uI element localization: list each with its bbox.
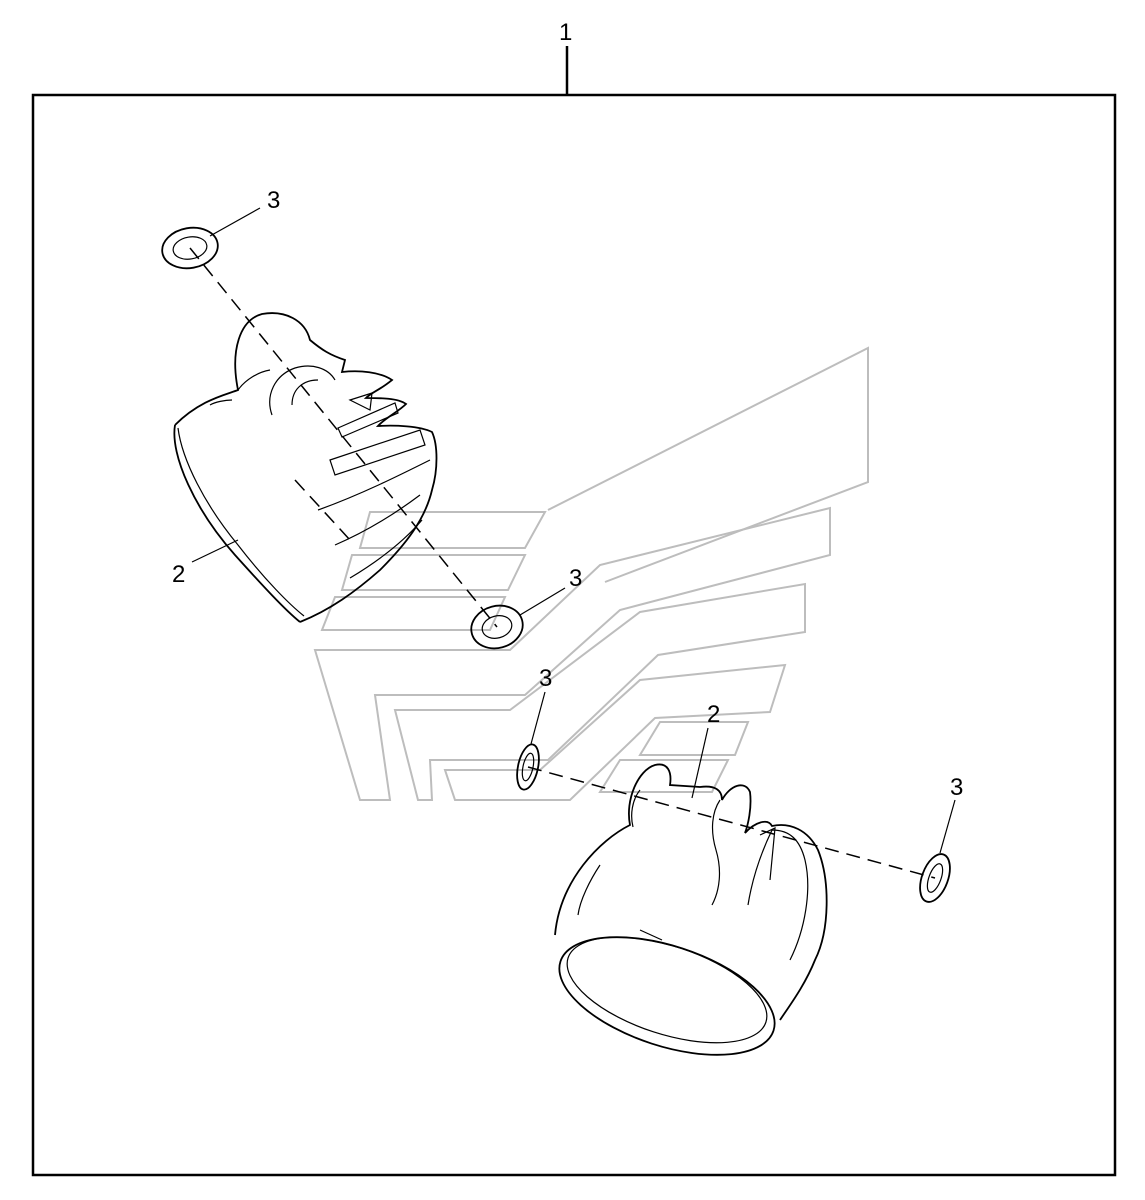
- grommet-right: [919, 853, 951, 903]
- grommet-mid: [470, 604, 524, 650]
- grommet-top: [161, 226, 219, 270]
- lower-housing: [554, 763, 828, 1056]
- centerline-upper-aux: [294, 479, 351, 541]
- callout-3-right: 3: [950, 774, 963, 801]
- centerline-upper: [189, 247, 498, 628]
- callout-3-lower: 3: [539, 665, 552, 692]
- upper-housing: [173, 312, 438, 623]
- assembly-frame: [31, 93, 1117, 1177]
- callout-2-lower-housing: 2: [707, 701, 720, 728]
- callout-leaders: [191, 207, 956, 854]
- assembly-callout-label: 1: [559, 19, 572, 46]
- centerline-lower: [527, 766, 936, 879]
- callout-3-mid: 3: [569, 565, 582, 592]
- callout-2-upper-housing: 2: [172, 561, 185, 588]
- watermark-logo: [313, 346, 869, 801]
- callout-3-top: 3: [267, 187, 280, 214]
